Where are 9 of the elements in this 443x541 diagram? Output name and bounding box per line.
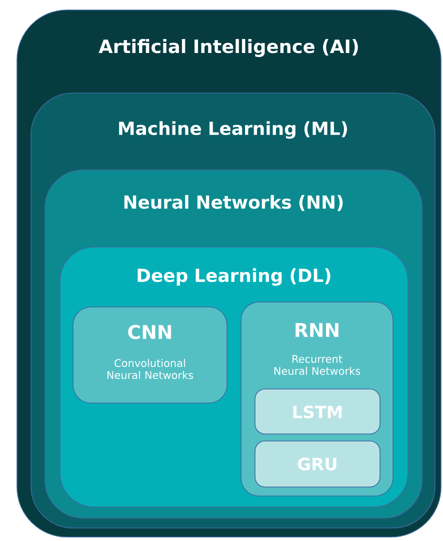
category-box: GRU: [254, 440, 380, 488]
category-box: LSTM: [254, 388, 380, 434]
category-box: CNN Convolutional Neural Networks: [72, 306, 228, 404]
layer-title: Artificial Intelligence (AI): [98, 39, 358, 57]
layer-title: Machine Learning (ML): [119, 121, 347, 139]
layer-title: RNN: [296, 323, 338, 337]
layer-title: Neural Networks (NN): [124, 195, 343, 211]
layer-title: Deep Learning (DL): [138, 268, 330, 286]
layer-subtitle: Recurrent Neural Networks: [274, 355, 360, 375]
